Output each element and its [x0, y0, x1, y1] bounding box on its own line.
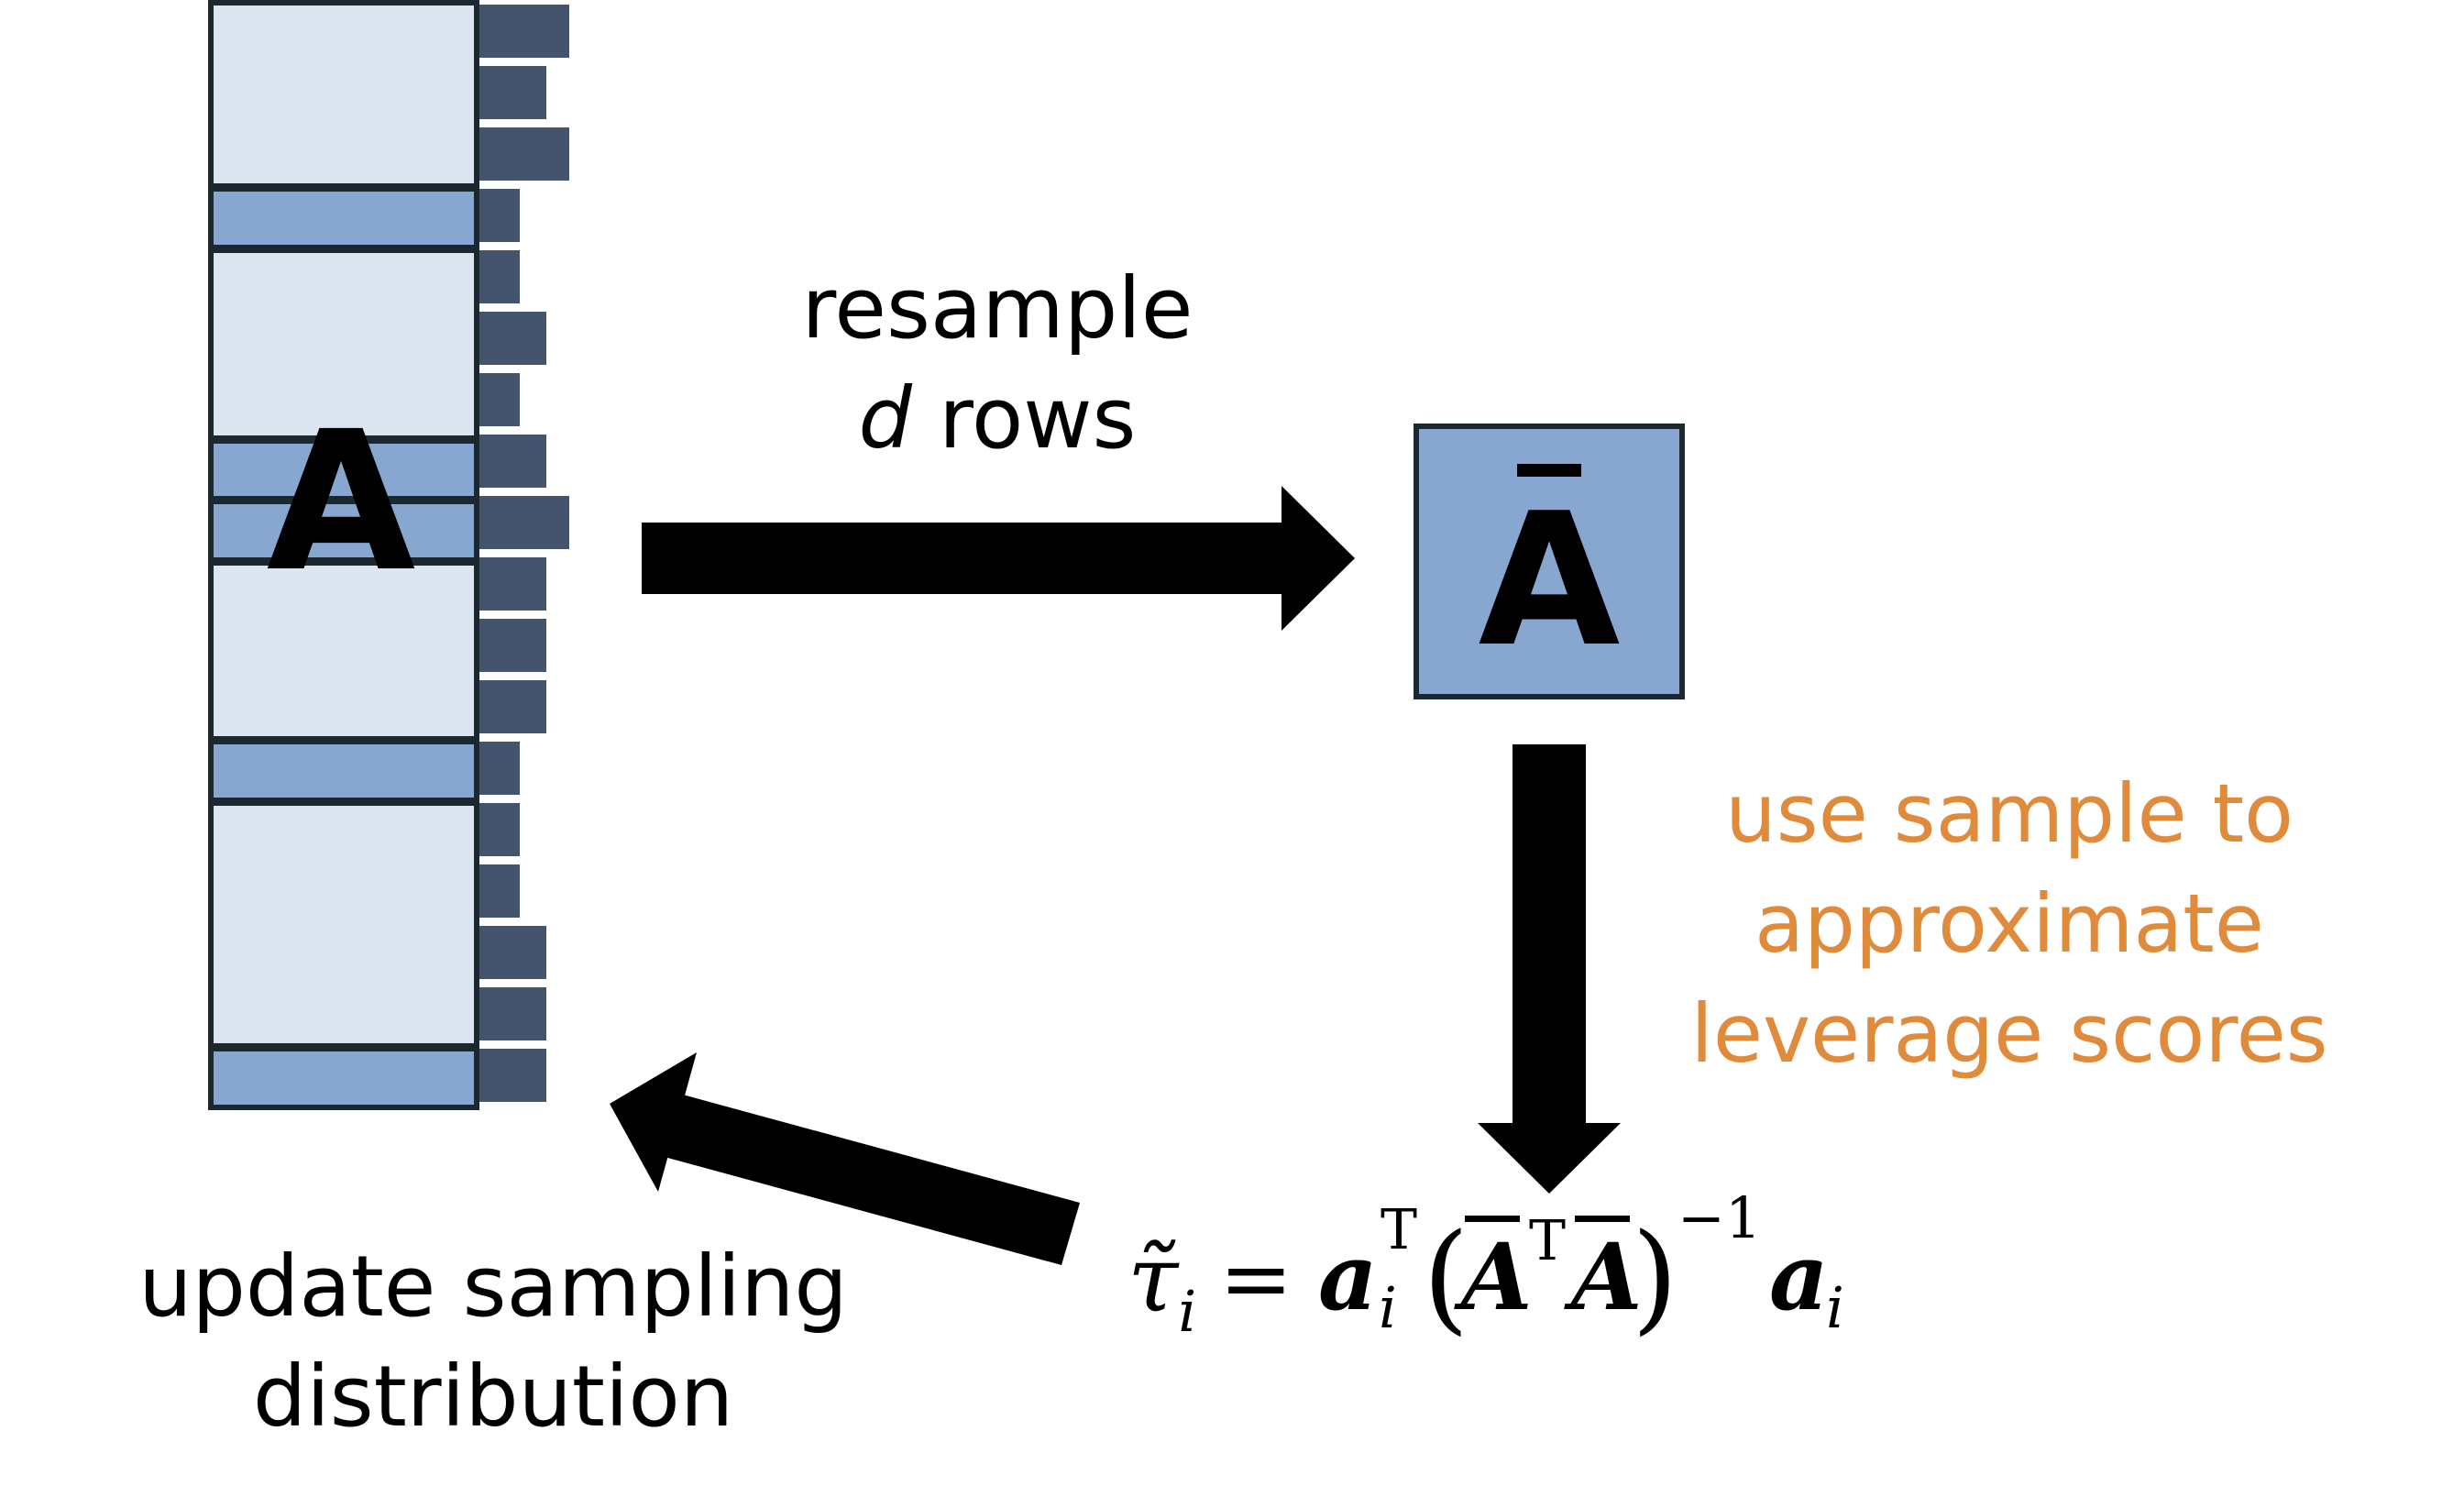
formula-abar-overline	[1465, 1216, 1520, 1222]
score-bar	[479, 557, 546, 611]
matrix-a-label: A	[267, 390, 416, 614]
score-bar	[479, 373, 520, 426]
leverage-score-formula: τ̃i = a T i ( A T A ) −1 a i	[1128, 1184, 1844, 1347]
resample-d-variable: d	[859, 369, 913, 468]
matrix-a: A	[208, 0, 479, 1110]
formula-lhs-sub: i	[1178, 1278, 1196, 1345]
score-bar	[479, 864, 520, 918]
matrix-a-sampled-row	[208, 186, 479, 250]
score-bar	[479, 803, 520, 856]
formula-a-sub: i	[1379, 1274, 1397, 1341]
matrix-a-bar-overline	[1517, 464, 1581, 477]
matrix-a-sampled-row	[208, 1046, 479, 1110]
formula-abar2-overline	[1575, 1216, 1630, 1222]
formula-abar-transpose: T	[1529, 1209, 1566, 1273]
approximate-label: use sample to approximate leverage score…	[1690, 766, 2327, 1081]
formula-a: a	[1318, 1223, 1378, 1331]
matrix-a-row-block	[208, 560, 479, 742]
score-bar	[479, 189, 520, 242]
score-bar	[479, 5, 569, 58]
resample-label: resample d rows	[802, 259, 1194, 468]
matrix-a-sampled-row	[208, 739, 479, 803]
approximate-arrow	[1478, 744, 1621, 1194]
update-label-line1: update sampling	[138, 1238, 848, 1336]
score-bar	[479, 66, 546, 119]
formula-abar: A	[1454, 1223, 1533, 1331]
update-arrow	[610, 1052, 1080, 1265]
formula-a2: a	[1769, 1223, 1829, 1331]
formula-equals: =	[1219, 1227, 1292, 1330]
score-bar	[479, 312, 546, 365]
formula-close-paren: )	[1632, 1207, 1678, 1347]
score-bar	[479, 435, 546, 488]
formula-a-transpose: T	[1380, 1198, 1417, 1262]
update-label: update sampling distribution	[138, 1238, 848, 1446]
score-bar	[479, 127, 569, 181]
leverage-score-bars	[479, 5, 569, 1102]
resample-label-line2: d rows	[859, 369, 1137, 468]
formula-lhs: τ̃i	[1128, 1226, 1196, 1345]
update-label-line2: distribution	[253, 1348, 733, 1446]
score-bar	[479, 680, 546, 733]
matrix-a-bar: A	[1414, 424, 1685, 699]
matrix-a-row-block	[208, 248, 479, 441]
formula-open-paren: (	[1423, 1207, 1469, 1347]
score-bar	[479, 250, 520, 303]
matrix-a-bar-label: A	[1479, 474, 1621, 688]
approximate-label-line3: leverage scores	[1690, 986, 2327, 1081]
score-bar	[479, 619, 546, 672]
formula-inverse: −1	[1678, 1184, 1761, 1251]
score-bar	[479, 987, 546, 1040]
formula-abar2: A	[1564, 1223, 1643, 1331]
resample-rows-text: rows	[912, 369, 1137, 468]
score-bar	[479, 926, 546, 979]
score-bar	[479, 496, 569, 549]
score-bar	[479, 742, 520, 795]
approximate-label-line2: approximate	[1754, 876, 2264, 971]
score-bar	[479, 1049, 546, 1102]
resample-arrow	[642, 486, 1355, 631]
matrix-a-bar-box	[1414, 424, 1685, 699]
resample-label-line1: resample	[802, 259, 1194, 358]
matrix-a-row-block	[208, 0, 479, 189]
matrix-a-row-block	[208, 800, 479, 1049]
formula-a2-sub: i	[1826, 1274, 1844, 1341]
approximate-label-line1: use sample to	[1725, 766, 2294, 861]
